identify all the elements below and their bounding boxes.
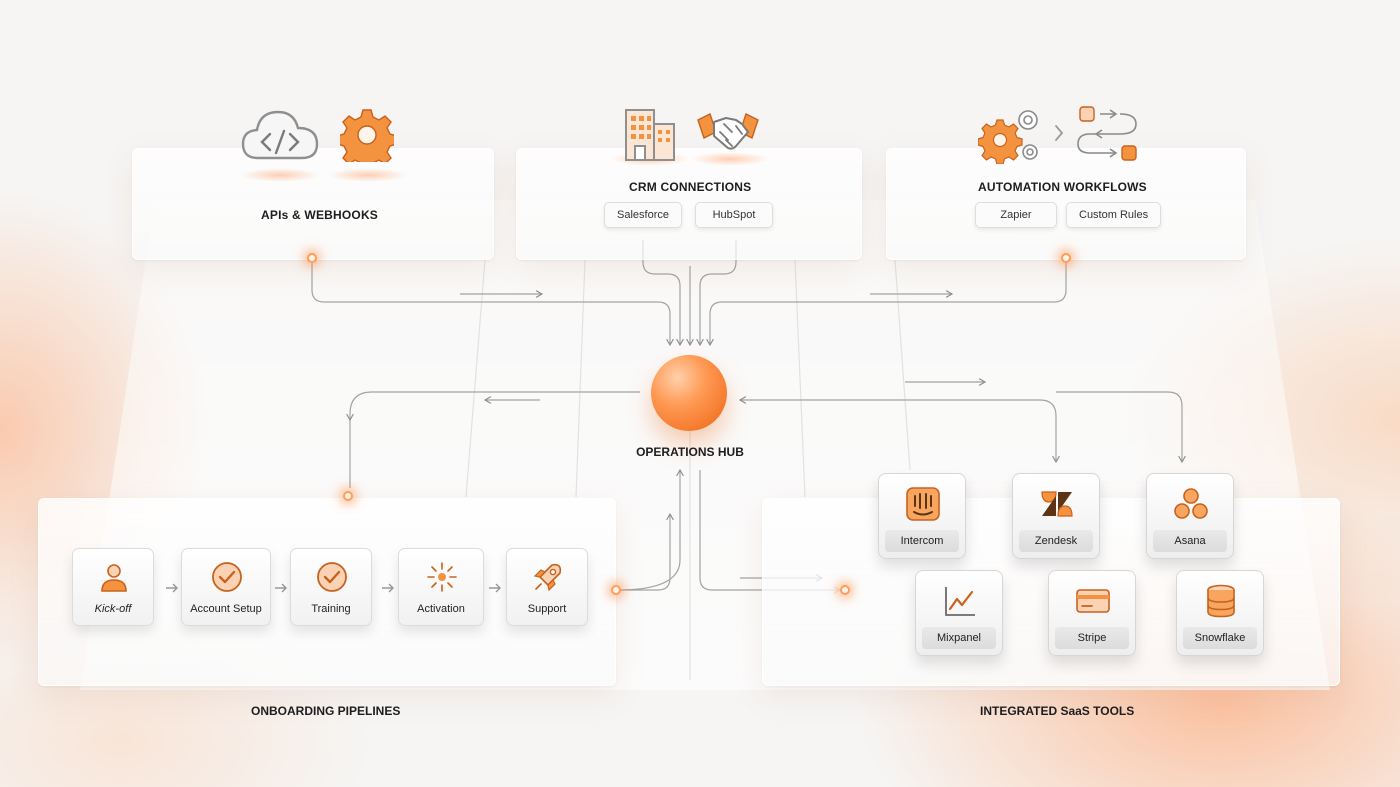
asana-icon — [1174, 488, 1208, 519]
rocket-icon — [533, 563, 562, 592]
connector-node-saas-left — [840, 585, 850, 595]
tool-label: Asana — [1153, 530, 1227, 552]
person-icon — [101, 564, 127, 592]
panel-title-automation: AUTOMATION WORKFLOWS — [978, 180, 1147, 194]
connector-node-onboarding-top — [343, 491, 353, 501]
step-label: Training — [311, 603, 351, 615]
intercom-icon — [906, 487, 940, 521]
tool-label: Stripe — [1055, 627, 1129, 649]
section-label-onboarding: ONBOARDING PIPELINES — [251, 704, 401, 718]
connector-support-hub — [617, 468, 684, 591]
operations-hub-sphere[interactable] — [651, 355, 727, 431]
step-training[interactable]: Training — [290, 548, 372, 626]
connector-node-automation — [1061, 253, 1071, 263]
grid-line — [894, 259, 911, 471]
tool-label: Zendesk — [1019, 530, 1093, 552]
panel-title-crm: CRM CONNECTIONS — [629, 180, 752, 194]
handshake-icon — [697, 113, 759, 150]
gears-icon — [978, 110, 1038, 164]
step-label: Activation — [417, 603, 465, 615]
chip-zapier[interactable]: Zapier — [975, 202, 1057, 228]
chevron-right-icon — [275, 583, 287, 593]
connector-automation-hub — [706, 258, 1067, 347]
grid-line — [575, 259, 586, 498]
chip-custom-rules[interactable]: Custom Rules — [1066, 202, 1162, 228]
grid-line — [465, 259, 486, 498]
step-label: Support — [527, 603, 567, 615]
step-support[interactable]: Support — [506, 548, 588, 626]
connector-salesforce-hub — [642, 240, 684, 347]
spark-icon — [427, 562, 457, 592]
zendesk-icon — [1041, 491, 1073, 517]
step-activation[interactable]: Activation — [398, 548, 484, 626]
chip-hubspot[interactable]: HubSpot — [695, 202, 773, 228]
database-icon — [1207, 584, 1235, 618]
panel-apis-webhooks — [132, 148, 494, 260]
chevron-right-icon — [166, 583, 178, 593]
panel-title-apis: APIs & WEBHOOKS — [261, 208, 379, 222]
operations-hub-label: OPERATIONS HUB — [636, 445, 744, 459]
connector-node-onboarding-right — [611, 585, 621, 595]
chevron-right-icon — [489, 583, 501, 593]
check-circle-icon — [317, 562, 347, 592]
tool-label: Snowflake — [1183, 627, 1257, 649]
workflow-icon — [1055, 106, 1137, 161]
step-label: Kick-off — [94, 603, 132, 615]
icon-glow — [328, 168, 408, 182]
connector-hub-onboarding — [349, 391, 640, 488]
tool-snowflake[interactable]: Snowflake — [1176, 570, 1264, 656]
icon-glow — [690, 152, 770, 166]
tool-label: Intercom — [885, 530, 959, 552]
panel-crm-connections — [516, 148, 862, 260]
tool-asana[interactable]: Asana — [1146, 473, 1234, 559]
connector-apis-hub — [311, 258, 674, 347]
grid-line — [794, 259, 806, 498]
line-chart-icon — [945, 587, 975, 616]
section-label-saas: INTEGRATED SaaS TOOLS — [980, 704, 1135, 718]
tool-mixpanel[interactable]: Mixpanel — [915, 570, 1003, 656]
connector-node-apis — [307, 253, 317, 263]
tool-stripe[interactable]: Stripe — [1048, 570, 1136, 656]
chevron-right-icon — [382, 583, 394, 593]
connector-hub-zendesk — [738, 396, 1060, 464]
tool-label: Mixpanel — [922, 627, 996, 649]
building-icon — [625, 109, 675, 161]
cloud-code-icon — [241, 110, 319, 160]
check-circle-icon — [212, 562, 242, 592]
tool-zendesk[interactable]: Zendesk — [1012, 473, 1100, 559]
step-kick-off[interactable]: Kick-off — [72, 548, 154, 626]
gear-icon — [340, 109, 394, 162]
icon-glow — [240, 168, 320, 182]
chip-salesforce[interactable]: Salesforce — [604, 202, 682, 228]
tool-intercom[interactable]: Intercom — [878, 473, 966, 559]
connector-onboarding-hub — [618, 512, 674, 591]
card-icon — [1076, 589, 1110, 613]
connector-hub-saas — [699, 470, 842, 594]
step-account-setup[interactable]: Account Setup — [181, 548, 271, 626]
step-label: Account Setup — [190, 603, 262, 615]
connector-hub-asana — [1056, 391, 1186, 464]
connector-hubspot-hub — [696, 240, 737, 347]
